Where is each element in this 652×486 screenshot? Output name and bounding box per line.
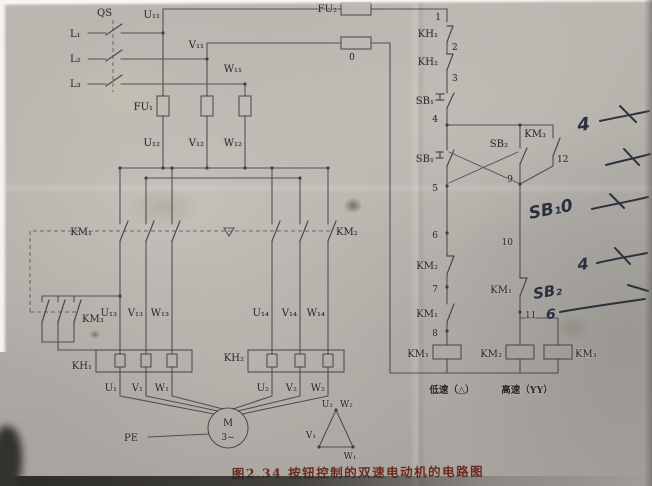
phase-l1-label: L₁ (70, 29, 81, 40)
kh1-thermal-box (95, 349, 193, 373)
km1-seal-label: KM₁ (416, 309, 438, 320)
terminal-w1-label: W₁ (155, 383, 169, 394)
junction-dots (118, 31, 355, 449)
phase-l2-label: L₂ (70, 54, 81, 65)
power-circuit: QS L₁ L₂ L₃ U₁₁ V₁₁ W₁₁ FU₁ U₁₂ V₁₂ W₁₂ … (29, 2, 448, 463)
sb-low-label: SB₁ (416, 154, 434, 165)
terminal-u2-label: U₂ (257, 383, 269, 394)
node-w14-label: W₁₄ (307, 308, 325, 319)
node-3-label: 3 (452, 74, 458, 84)
delta-w1-label: W₁ (344, 452, 357, 462)
handwritten-sb2-note: SB₂ (532, 281, 564, 303)
terminal-u1-label: U₁ (105, 383, 117, 394)
power-wires (41, 8, 448, 438)
delta-u2-label: U₂ (322, 400, 334, 410)
fu2-fuse-box (340, 2, 372, 16)
sb-stop-label: SB₁ (416, 96, 434, 107)
km3-coil-label: KM₃ (575, 349, 597, 360)
figure-caption: 图2.34 按钮控制的双速电动机的电路图 (231, 463, 485, 482)
km1-main-label: KM₁ (70, 227, 92, 238)
node-v12-label: V₁₂ (188, 138, 204, 149)
node-v14-label: V₁₄ (281, 308, 297, 319)
pushbutton-actuators (435, 93, 445, 159)
mechanical-link-dashes (29, 20, 333, 313)
node-7-label: 7 (432, 285, 438, 295)
km1-interlock-label: KM₁ (490, 285, 512, 296)
handwritten-sb1-note: SB₁0 (527, 196, 575, 224)
node-w11-label: W₁₁ (224, 64, 242, 75)
node-11-label: 11 (525, 311, 536, 321)
km2-coil-label: KM₂ (480, 349, 502, 360)
fu1-label: FU₁ (134, 102, 153, 113)
node-v13-label: V₁₃ (127, 308, 143, 319)
node-u11-label: U₁₁ (144, 10, 160, 21)
kh2-main-label: KH₂ (224, 353, 244, 364)
terminal-w2-label: W₂ (311, 383, 325, 394)
control-wires (389, 8, 559, 374)
node-10-label: 10 (502, 238, 514, 248)
handwritten-four-mid: 4 (576, 254, 590, 274)
fu1-fuse-box-w (238, 95, 252, 117)
km2-main-label: KM₂ (336, 227, 358, 238)
control-circuit: FU₂ 0 1 KH₁ 2 KH₂ 3 SB₁ 4 SB₁ 5 SB₂ KM₃ … (317, 3, 598, 397)
node-1-label: 1 (435, 13, 441, 23)
node-4-label: 4 (432, 115, 438, 125)
km1-coil-label: KM₁ (407, 349, 429, 360)
motor-m-label: M (223, 418, 233, 429)
control-contact-blades (446, 25, 561, 323)
node-2-label: 2 (452, 43, 458, 53)
pen-strokes (559, 105, 651, 313)
km2-interlock-label: KM₂ (416, 261, 438, 272)
node-12-label: 12 (557, 155, 568, 165)
fu2-label: FU₂ (318, 4, 337, 15)
motor-phase-label: 3~ (221, 433, 234, 443)
km3-coil-box (543, 344, 573, 360)
high-speed-label: 高速（YY） (501, 384, 553, 396)
kh2-contact-label: KH₂ (418, 57, 438, 68)
sb-high-label: SB₂ (490, 139, 508, 150)
handwritten-four-top: 4 (575, 114, 591, 136)
terminal-v2-label: V₂ (285, 383, 297, 394)
link-triangle-marker (223, 227, 235, 238)
kh-heater-elements (114, 353, 334, 368)
node-9-label: 9 (507, 175, 513, 185)
kh1-contact-label: KH₁ (418, 29, 438, 40)
km1-coil-box (432, 344, 462, 360)
switch-contact-blades (41, 23, 337, 323)
qs-label: QS (97, 8, 112, 19)
motor-circle (207, 407, 249, 449)
km2-coil-box (505, 344, 535, 360)
handwritten-six-note: 6 (546, 307, 556, 323)
node-8-label: 8 (432, 329, 438, 339)
kh2-thermal-box (247, 349, 345, 373)
node-u12-label: U₁₂ (144, 138, 160, 149)
node-w12-label: W₁₂ (224, 138, 242, 149)
node-v11-label: V₁₁ (188, 40, 204, 51)
km3-aux-label: KM₃ (524, 129, 546, 140)
node-w13-label: W₁₃ (151, 308, 169, 319)
km3-main-label: KM₃ (82, 314, 104, 325)
pe-label: PE (124, 433, 138, 444)
fu1-fuse-box-u (156, 95, 170, 117)
node-5-label: 5 (432, 184, 438, 194)
control-junction-dots (445, 123, 522, 333)
phase-l3-label: L₃ (70, 79, 81, 90)
kh1-main-label: KH₁ (72, 361, 92, 372)
line-zero-label: 0 (349, 53, 355, 63)
delta-winding-triangle (318, 408, 354, 448)
fu1-fuse-box-v (200, 95, 214, 117)
node-u13-label: U₁₃ (101, 308, 117, 319)
interlock-cross-wires (448, 151, 519, 184)
delta-v1-label: V₁ (305, 431, 316, 441)
terminal-v1-label: V₁ (131, 383, 143, 394)
fu2-fuse-box-2 (340, 36, 372, 50)
node-u14-label: U₁₄ (253, 308, 269, 319)
node-6-label: 6 (432, 231, 438, 241)
delta-w2-label: W₂ (340, 400, 353, 410)
handwritten-annotations: 4 SB₁0 4 SB₂ 6 (527, 105, 651, 324)
low-speed-label: 低速（△） (428, 384, 474, 396)
